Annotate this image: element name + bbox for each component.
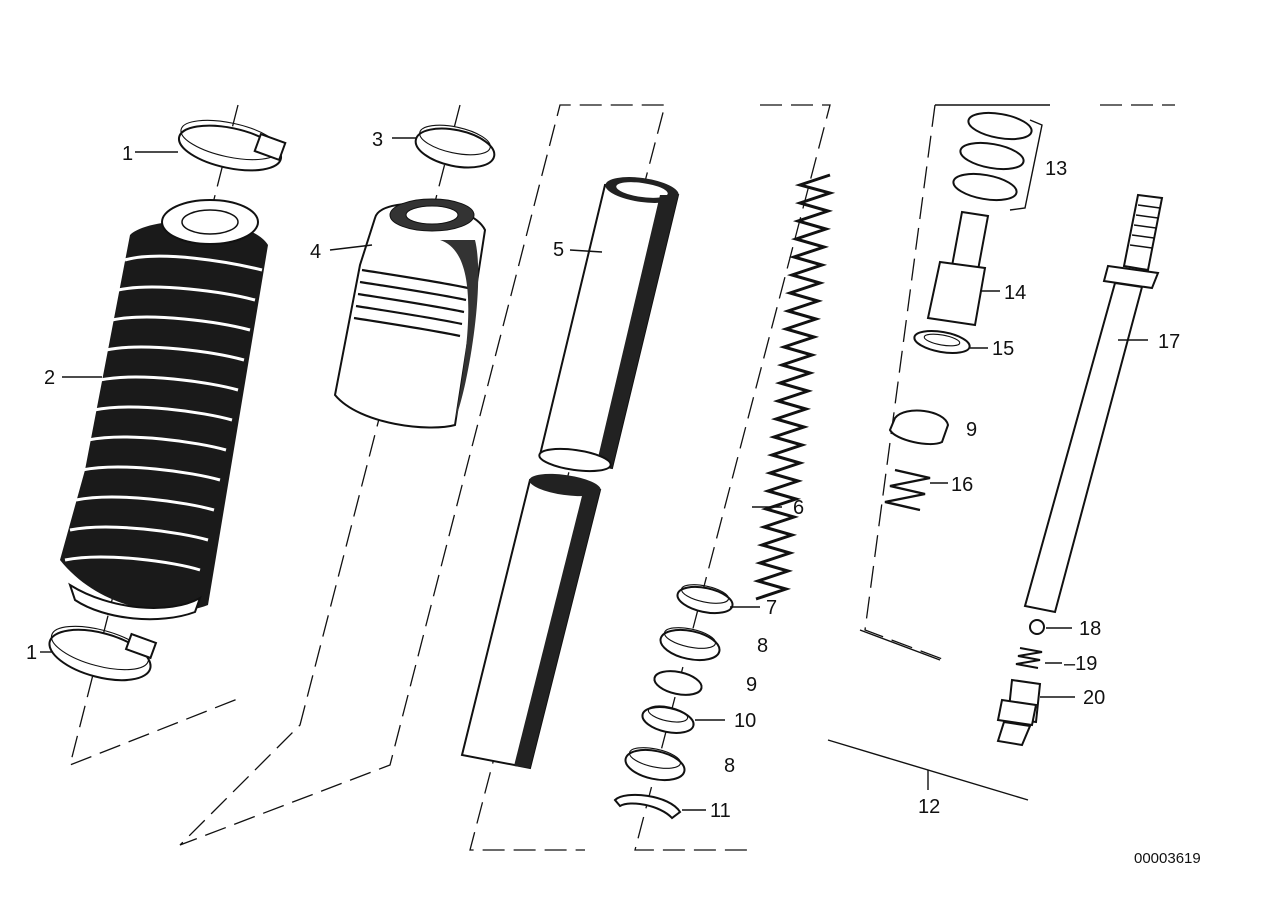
callout-18: 18 <box>1079 618 1101 640</box>
fork-spring <box>752 173 836 601</box>
callout-7: 7 <box>766 597 777 619</box>
fork-tube <box>460 177 680 770</box>
callout-labels: 1 1 2 3 4 5 6 7 8 9 10 8 11 12 13 14 15 … <box>26 129 1201 867</box>
hose-clamp-bottom <box>40 625 158 682</box>
rubber-gaiter <box>329 198 487 429</box>
callout-20: 20 <box>1083 687 1105 709</box>
callout-4: 4 <box>310 241 321 263</box>
drawing-number: 00003619 <box>1134 850 1201 867</box>
callout-8-a: 8 <box>757 635 768 657</box>
callout-5: 5 <box>553 239 564 261</box>
callout-6: 6 <box>793 497 804 519</box>
rubber-bellows <box>60 199 268 621</box>
callout-10: 10 <box>734 710 756 732</box>
callout-3: 3 <box>372 129 383 151</box>
callout-8-b: 8 <box>724 755 735 777</box>
callout-15: 15 <box>992 338 1014 360</box>
callout-9-b: 9 <box>966 419 977 441</box>
callout-17: 17 <box>1158 331 1180 353</box>
ring-part-3 <box>392 124 496 169</box>
callout-12: 12 <box>918 796 940 818</box>
callout-1-bottom: 1 <box>26 642 37 664</box>
callout-9-a: 9 <box>746 674 757 696</box>
upper-internal-parts <box>884 111 1043 512</box>
callout-13: 13 <box>1045 158 1067 180</box>
callout-16: 16 <box>951 474 973 496</box>
callout-1-top: 1 <box>122 143 133 165</box>
callout-2: 2 <box>44 367 55 389</box>
damper-rod-assembly <box>996 193 1164 747</box>
callout-11: 11 <box>710 800 731 822</box>
assembly-line-12 <box>827 629 1029 801</box>
hose-clamp-top <box>135 119 287 172</box>
damper-stack <box>613 584 760 820</box>
callout-19: –19 <box>1064 653 1097 675</box>
callout-14: 14 <box>1004 282 1026 304</box>
